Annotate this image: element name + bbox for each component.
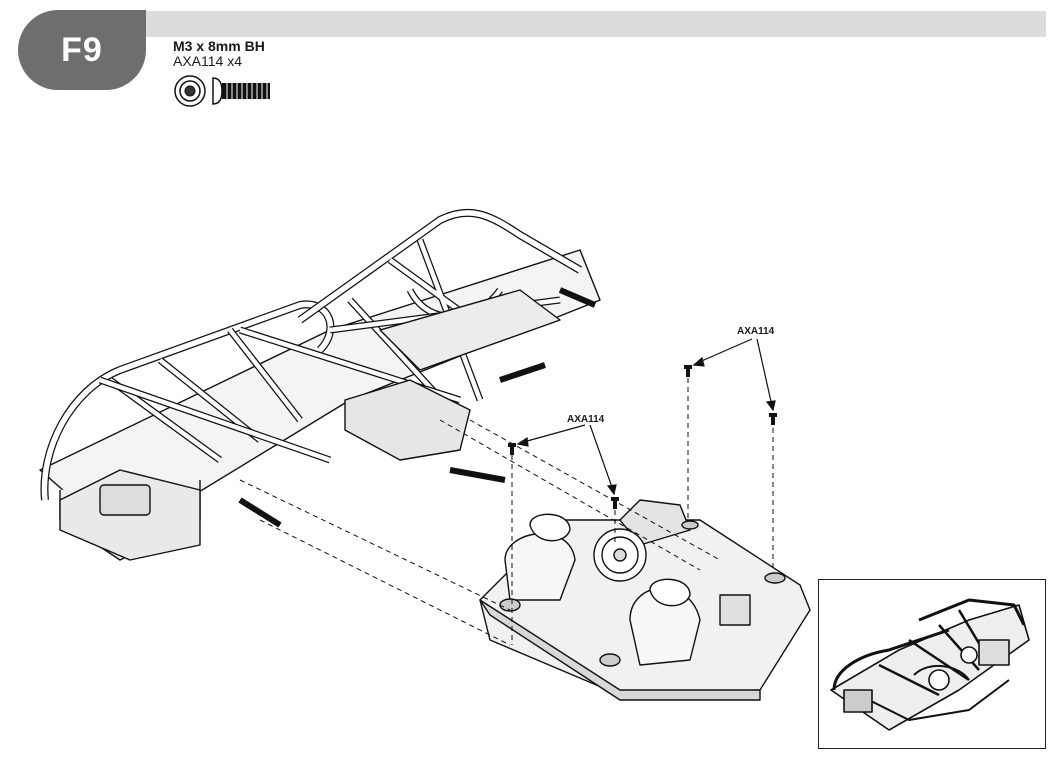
step-badge bbox=[18, 10, 146, 90]
screw-marks bbox=[508, 365, 777, 509]
callout-label-left: AXA114 bbox=[567, 414, 605, 425]
step-header-bar bbox=[120, 11, 1046, 37]
callout-label-right: AXA114 bbox=[737, 326, 775, 337]
step-number: F9 bbox=[61, 30, 103, 69]
button-head-screw-icon bbox=[174, 75, 270, 107]
inset-assembled-illustration bbox=[830, 598, 1030, 731]
hardware-code-quantity: AXA114 x4 bbox=[173, 53, 243, 69]
hardware-name: M3 x 8mm BH bbox=[173, 38, 265, 54]
inset-reference-view bbox=[818, 579, 1046, 749]
